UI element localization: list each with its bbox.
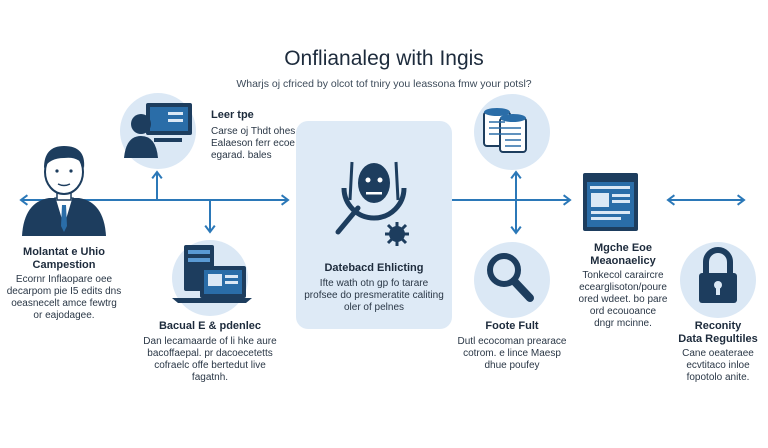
central-panel-icon-layer — [335, 161, 409, 246]
heading-line: Data Regultiles — [678, 333, 758, 345]
arrowhead — [204, 224, 216, 234]
heading-line: Reconity — [694, 320, 742, 332]
text-line: egarad. bales — [211, 150, 272, 161]
text-line: decarpom pie I5 edits dns — [6, 286, 122, 297]
text-line: Dutl ecocoman prearace — [457, 336, 567, 347]
heading-line: Campestion — [32, 259, 96, 271]
person-at-desk-icon — [120, 93, 196, 169]
heading-line: Mgche Eoe — [593, 242, 653, 254]
arrowhead — [280, 194, 290, 206]
text-line: Tonkecol caraircre — [582, 270, 664, 281]
security-heading: Reconity Data Regultiles — [668, 320, 768, 346]
user-type-heading: Leer tpe — [211, 109, 254, 121]
laptop-monitor-icon — [172, 240, 252, 316]
mgche-heading: Mgche Eoe Meaonaelicy — [568, 242, 678, 268]
text-line: or eajodagee. — [33, 310, 95, 321]
arrowhead — [562, 194, 572, 206]
text-line: profsee do presmeratite caliting — [304, 290, 444, 301]
text-line: Carse oj Thdt ohes — [211, 126, 296, 137]
mgche-text: Tonkecol caraircre ecearglisoton/poure o… — [564, 270, 682, 330]
text-line: bacoffaepal. pr dacoecetetts — [147, 348, 273, 359]
text-line: dhue poufey — [484, 360, 540, 371]
document-stack-icon — [474, 94, 550, 170]
foote-text: Dutl ecocoman prearace cotrom. e lince M… — [452, 336, 572, 372]
molantate-text: Ecornr Inflaopare oee decarpom pie I5 ed… — [0, 274, 128, 322]
text-line: Ealaeson ferr ecoe — [211, 138, 295, 149]
text-line: fagatnh. — [191, 372, 229, 383]
text-line: ored wdeet. bo pare — [578, 294, 668, 305]
text-line: ecvtitaco inloe — [686, 360, 750, 371]
database-heading: Datebacd Ehlicting — [324, 262, 424, 274]
magnifier-icon — [474, 242, 550, 318]
text-line: dngr mcinne. — [594, 318, 652, 329]
foote-heading: Foote Fult — [485, 320, 539, 332]
browser-window-icon — [583, 173, 638, 231]
central-panel — [296, 121, 452, 329]
text-line: Dan lecamaarde of li hke aure — [143, 336, 277, 347]
text-line: oeasnecelt amce fewtrg — [11, 298, 117, 309]
text-line: fopotolo anite. — [686, 372, 750, 383]
bacual-text: Dan lecamaarde of li hke aure bacoffaepa… — [140, 336, 280, 384]
arrowhead — [510, 225, 522, 235]
arrowhead — [19, 194, 29, 206]
text-line: cotrom. e lince Maesp — [463, 348, 561, 359]
heading-line: Meaonaelicy — [590, 255, 656, 267]
heading-line: Molantat e Uhio — [23, 246, 105, 258]
text-line: cofraelc offe bertedut live — [154, 360, 266, 371]
arrowhead — [666, 194, 676, 206]
database-text: Ifte wath otn gp fo tarare profsee do pr… — [298, 278, 450, 314]
arrowhead — [151, 170, 163, 180]
security-text: Cane oeateraee ecvtitaco inloe fopotolo … — [668, 348, 768, 384]
businessman-portrait-icon — [22, 146, 106, 236]
padlock-icon — [680, 242, 756, 318]
text-line: Ifte wath otn gp fo tarare — [319, 278, 429, 289]
text-line: Cane oeateraee — [682, 348, 754, 359]
page-title: Onflianaleg with Ingis — [284, 47, 484, 70]
text-line: Ecornr Inflaopare oee — [15, 274, 113, 285]
user-type-text: Carse oj Thdt ohes Ealaeson ferr ecoe eg… — [211, 126, 295, 162]
page-subtitle: Wharjs oj cfriced by olcot tof tniry you… — [236, 78, 532, 90]
text-line: oler of pelnes — [343, 302, 405, 313]
arrowhead — [736, 194, 746, 206]
face-analysis-icon — [335, 161, 409, 246]
molantate-heading: Molantat e Uhio Campestion — [4, 246, 124, 272]
text-line: ecearglisoton/poure — [579, 282, 667, 293]
bacual-heading: Bacual E & pdenlec — [158, 320, 262, 332]
arrowhead — [510, 170, 522, 180]
text-line: ord ecouoance — [589, 306, 657, 317]
